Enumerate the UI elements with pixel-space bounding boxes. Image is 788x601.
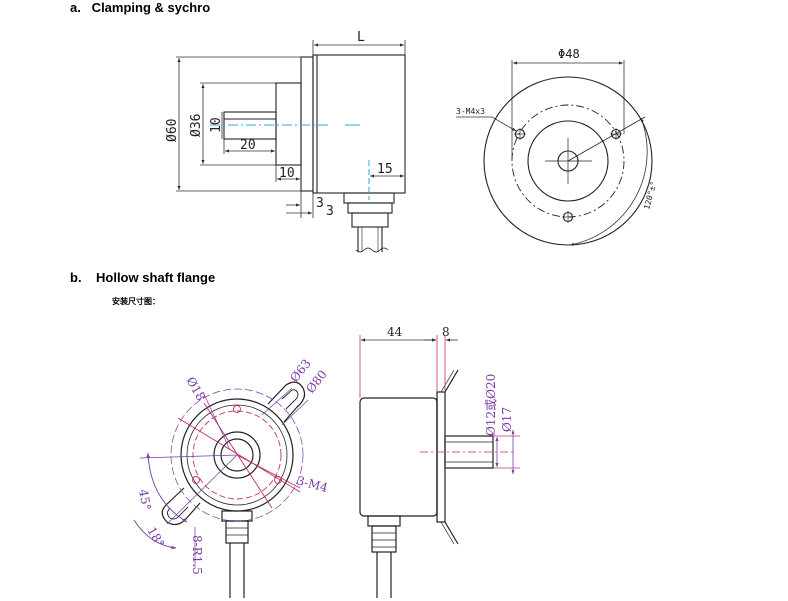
section-a-side-labels: L Ø60 Ø36 10 20 10 15 3 3 bbox=[165, 30, 393, 219]
section-b-front-view bbox=[161, 381, 306, 598]
flange-8-label: 8 bbox=[442, 325, 450, 339]
section-a-front-dimensions bbox=[456, 60, 648, 246]
holes-m4-label: 3-M4 bbox=[295, 473, 330, 495]
dia-18-label: Ø18 bbox=[183, 375, 208, 404]
dia-17-label: Ø17 bbox=[500, 407, 514, 432]
flange-1-label: 3 bbox=[316, 196, 324, 211]
section-b-title: b. Hollow shaft flange bbox=[70, 270, 216, 285]
dia-60-label: Ø60 bbox=[165, 119, 180, 142]
pilot-length-label: 10 bbox=[279, 166, 295, 181]
shaft-length-label: 20 bbox=[240, 138, 256, 153]
length-label: L bbox=[357, 30, 365, 45]
section-a-centerline bbox=[210, 124, 370, 200]
section-a-front-labels: Φ48 3-M4x3 120°±° bbox=[456, 47, 658, 211]
section-b-subtitle: 安装尺寸图： bbox=[112, 297, 160, 306]
cable-offset-label: 15 bbox=[377, 162, 393, 177]
front-holes-label: 3-M4x3 bbox=[456, 107, 485, 116]
section-b-front-construction bbox=[133, 387, 309, 568]
section-a-title: a. Clamping & sychro bbox=[70, 0, 211, 15]
angle-18-label: 18° bbox=[144, 525, 167, 550]
angle-45-label: 45° bbox=[136, 488, 153, 511]
section-a-dimensions bbox=[176, 40, 406, 218]
section-b-front-labels: Ø18 Ø63 Ø80 3-M4 45° 18° 8-R1.5 bbox=[136, 356, 330, 574]
dia-36-label: Ø36 bbox=[189, 114, 204, 137]
bore-dia-label: Ø12或Ø20 bbox=[484, 374, 498, 436]
section-a-side-view bbox=[223, 54, 406, 253]
front-angle-label: 120°±° bbox=[642, 180, 658, 210]
flange-2-label: 3 bbox=[326, 204, 334, 219]
front-dia-label: Φ48 bbox=[558, 47, 580, 61]
dia-shaft-label: 10 bbox=[209, 117, 224, 133]
length-44-label: 44 bbox=[387, 325, 403, 339]
section-b-side-labels: 44 8 Ø12或Ø20 Ø17 bbox=[387, 325, 514, 436]
section-b-side-view bbox=[359, 369, 494, 598]
slots-label: 8-R1.5 bbox=[190, 535, 204, 575]
section-a-front-view bbox=[483, 76, 653, 246]
